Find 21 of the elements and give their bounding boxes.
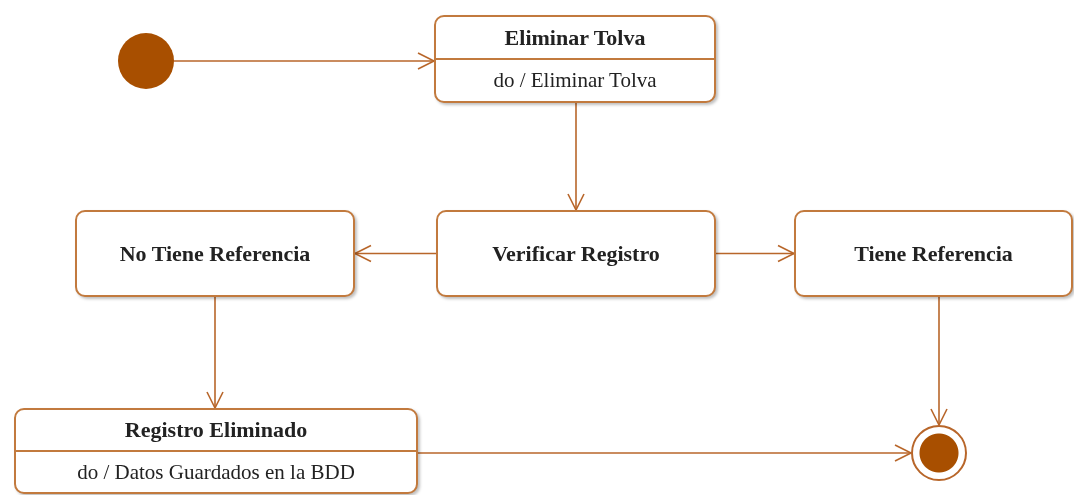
initial-state [118, 33, 174, 89]
transition-arrow [417, 444, 912, 462]
state-name: Eliminar Tolva [503, 23, 647, 52]
state-name: Verificar Registro [491, 239, 661, 268]
transition-arrow [930, 296, 948, 426]
state-name: No Tiene Referencia [118, 239, 312, 268]
state-name: Registro Eliminado [123, 416, 309, 444]
transition-arrow [567, 102, 585, 211]
state-box [794, 210, 1073, 297]
state-action: do / Eliminar Tolva [436, 58, 714, 101]
final-state [911, 425, 967, 481]
transition-arrow [206, 296, 224, 409]
state-box [14, 408, 418, 494]
state-action: do / Datos Guardados en la BDD [16, 450, 416, 492]
transition-arrow [715, 244, 795, 263]
transition-arrow [354, 244, 437, 263]
state-box [75, 210, 355, 297]
state-name: Tiene Referencia [853, 239, 1014, 268]
state-box [434, 15, 716, 103]
transition-arrow [173, 52, 435, 70]
state-box [436, 210, 716, 297]
